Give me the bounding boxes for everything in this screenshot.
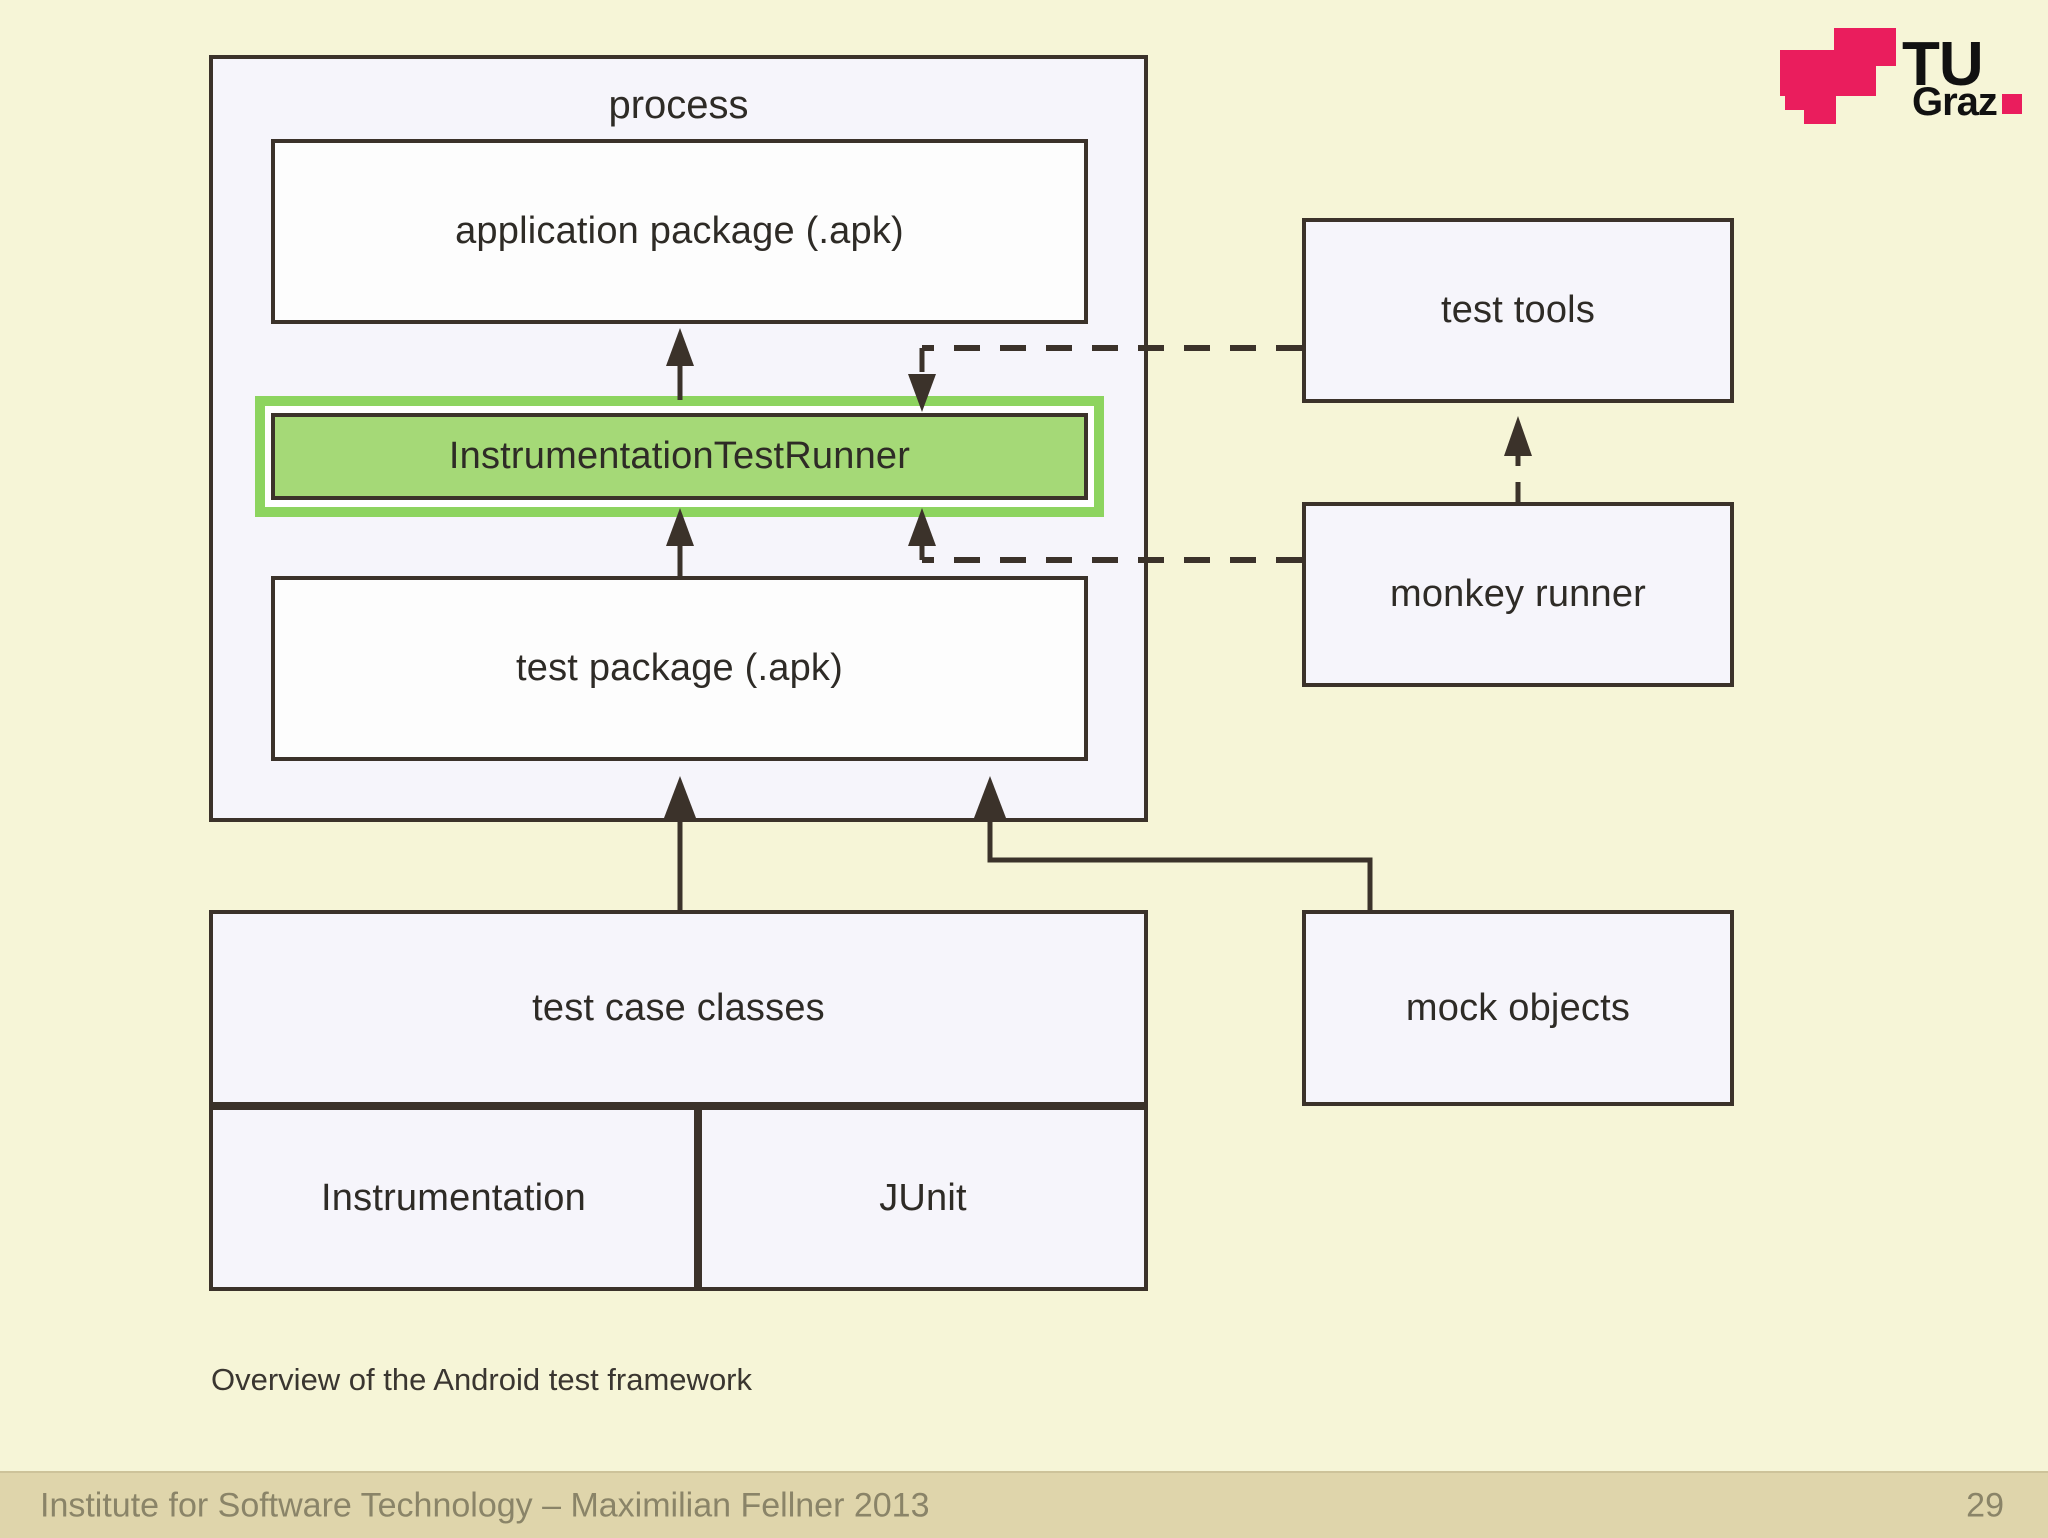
node-label: mock objects bbox=[1405, 986, 1631, 1029]
node-instrumentation[interactable]: Instrumentation bbox=[209, 1106, 698, 1291]
node-monkey-runner[interactable]: monkey runner bbox=[1302, 502, 1734, 687]
node-label: monkey runner bbox=[1389, 573, 1647, 615]
logo-graz-text: Graz bbox=[1912, 80, 1998, 124]
node-application-package[interactable]: application package (.apk) bbox=[271, 139, 1088, 324]
node-label: InstrumentationTestRunner bbox=[448, 435, 911, 477]
node-label: test case classes bbox=[532, 986, 825, 1029]
node-test-tools[interactable]: test tools bbox=[1302, 218, 1734, 403]
node-label: test package (.apk) bbox=[516, 647, 843, 689]
node-mock-objects[interactable]: mock objects bbox=[1302, 910, 1734, 1106]
process-label: process bbox=[608, 83, 749, 127]
diagram-caption: Overview of the Android test framework bbox=[211, 1362, 753, 1397]
node-junit[interactable]: JUnit bbox=[698, 1106, 1148, 1291]
tu-graz-logo: TU Graz bbox=[1780, 28, 2028, 124]
logo-mark-icon bbox=[1876, 66, 1898, 96]
node-test-case-classes[interactable]: test case classes bbox=[209, 910, 1148, 1106]
edge-monkey-runner-to-test-tools bbox=[1504, 416, 1532, 502]
node-test-package[interactable]: test package (.apk) bbox=[271, 576, 1088, 761]
footer-page-number: 29 bbox=[1966, 1486, 2004, 1524]
node-label: Instrumentation bbox=[321, 1177, 586, 1219]
node-label: test tools bbox=[1440, 289, 1596, 331]
slide-footer: Institute for Software Technology – Maxi… bbox=[0, 1471, 2048, 1538]
logo-mark-icon bbox=[1785, 84, 1825, 110]
logo-tu-text: TU bbox=[1902, 30, 1984, 99]
node-label: JUnit bbox=[879, 1177, 967, 1219]
node-instrumentation-test-runner[interactable]: InstrumentationTestRunner bbox=[271, 413, 1088, 500]
footer-institute-text: Institute for Software Technology – Maxi… bbox=[40, 1486, 930, 1524]
node-label: application package (.apk) bbox=[455, 210, 904, 252]
logo-square-icon bbox=[2002, 94, 2022, 114]
